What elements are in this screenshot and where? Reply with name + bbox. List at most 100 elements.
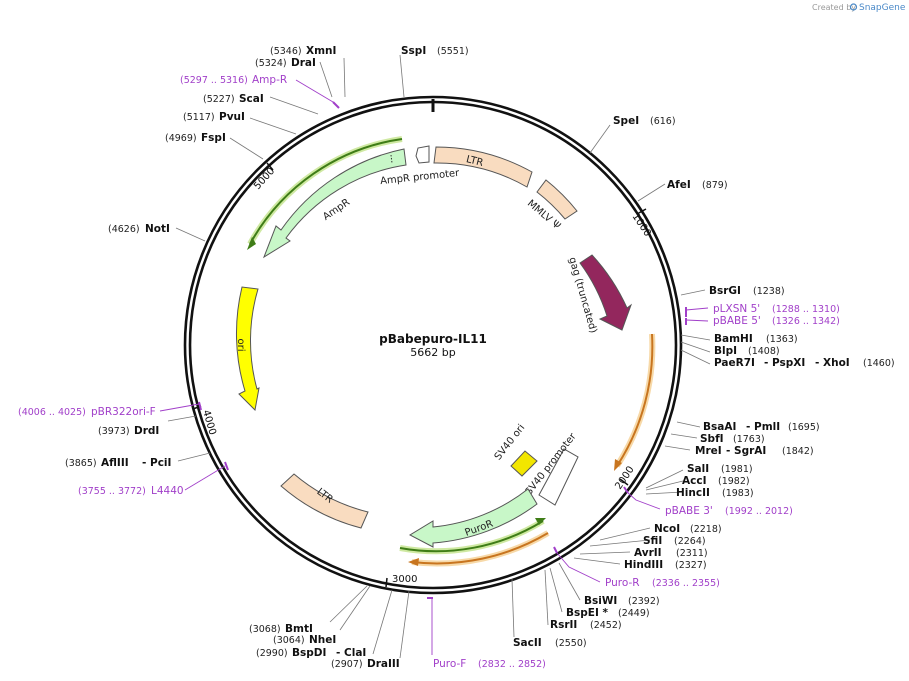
svg-text:BspDI: BspDI xyxy=(292,647,326,659)
plasmid-title: pBabepuro-IL11 xyxy=(379,332,487,346)
site-sacii[interactable]: SacII(2550) xyxy=(513,637,587,649)
site-sspi[interactable]: SspI(5551) xyxy=(401,45,469,57)
svg-text:MreI: MreI xyxy=(695,445,722,457)
svg-text:XmnI: XmnI xyxy=(306,45,336,57)
site-sbfi[interactable]: SbfI(1763) xyxy=(700,433,765,445)
site-paer7i-pspxi-xhoi[interactable]: PaeR7I - PspXI - XhoI (1460) xyxy=(714,357,895,369)
puror-orf2-arrowhead xyxy=(408,558,419,566)
site-noti[interactable]: (4626)NotI xyxy=(108,223,170,235)
site-drdi[interactable]: (3973)DrdI xyxy=(98,425,159,437)
svg-text:(616): (616) xyxy=(650,116,676,127)
site-mrei-sgrai[interactable]: MreI- SgrAI(1842) xyxy=(695,445,814,457)
svg-text:BsrGI: BsrGI xyxy=(709,285,741,297)
svg-text:Amp-R: Amp-R xyxy=(252,74,287,86)
site-draiii[interactable]: (2907)DraIII xyxy=(331,658,400,670)
ampr-orf-arc xyxy=(249,138,403,245)
svg-text:L4440: L4440 xyxy=(151,485,184,497)
svg-text:3000: 3000 xyxy=(392,574,417,585)
svg-text:(3064): (3064) xyxy=(273,635,305,646)
site-sali[interactable]: SalI(1981) xyxy=(687,463,753,475)
svg-text:- ClaI: - ClaI xyxy=(336,647,366,659)
svg-text:NotI: NotI xyxy=(145,223,170,235)
svg-text:(2550): (2550) xyxy=(555,638,587,649)
svg-text:(2990): (2990) xyxy=(256,648,288,659)
site-bsaai-pmli[interactable]: BsaAI- PmlI(1695) xyxy=(703,421,820,433)
svg-text:BlpI: BlpI xyxy=(714,345,737,357)
site-blpi[interactable]: BlpI(1408) xyxy=(714,345,780,357)
svg-text:(2832 .. 2852): (2832 .. 2852) xyxy=(478,659,546,670)
site-drai[interactable]: (5324)DraI xyxy=(255,57,316,69)
svg-text:(4969): (4969) xyxy=(165,133,197,144)
svg-text:BsiWI: BsiWI xyxy=(584,595,617,607)
site-afliii-pcii[interactable]: (3865) AflIII - PciI xyxy=(65,457,171,469)
site-bspei[interactable]: BspEI * (2449) xyxy=(566,607,650,619)
svg-text:(5297 .. 5316): (5297 .. 5316) xyxy=(180,75,248,86)
il11-orf-arrowhead xyxy=(614,459,622,471)
site-bsiwi[interactable]: BsiWI (2392) xyxy=(584,595,660,607)
il11-orf-arc xyxy=(616,333,654,467)
svg-text:NcoI: NcoI xyxy=(654,523,680,535)
svg-text:HincII: HincII xyxy=(676,487,710,499)
svg-text:(2336 .. 2355): (2336 .. 2355) xyxy=(652,578,720,589)
plasmid-length: 5662 bp xyxy=(410,346,455,359)
snapgene-logo-icon xyxy=(849,3,858,11)
svg-text:BspEI *: BspEI * xyxy=(566,607,609,619)
svg-text:(2392): (2392) xyxy=(628,596,660,607)
gag-feature: gag (truncated) xyxy=(566,254,633,335)
primer-pbabe-3[interactable]: pBABE 3'(1992 .. 2012) xyxy=(665,505,793,517)
site-sfii[interactable]: SfiI(2264) xyxy=(643,535,706,547)
primer-puro-f[interactable]: Puro-F(2832 .. 2852) xyxy=(433,658,546,670)
svg-text:AflIII: AflIII xyxy=(101,457,129,469)
site-ncoi[interactable]: NcoI(2218) xyxy=(654,523,722,535)
site-bamhi[interactable]: BamHI(1363) xyxy=(714,333,798,345)
svg-text:AmpR promoter: AmpR promoter xyxy=(380,168,461,187)
site-leader-lines xyxy=(167,54,711,659)
site-scai[interactable]: (5227)ScaI xyxy=(203,93,264,105)
il11-orf-arc-glow xyxy=(614,333,656,468)
site-bmti[interactable]: (3068)BmtI xyxy=(249,623,313,635)
site-xmni[interactable]: (5346)XmnI xyxy=(270,45,336,57)
svg-text:LTR: LTR xyxy=(465,154,484,169)
svg-text:SbfI: SbfI xyxy=(700,433,724,445)
watermark-text: Created by xyxy=(812,3,856,12)
svg-text:(2311): (2311) xyxy=(676,548,708,559)
site-bsrgi[interactable]: BsrGI(1238) xyxy=(709,285,785,297)
svg-text:(1983): (1983) xyxy=(722,488,754,499)
svg-text:- PciI: - PciI xyxy=(142,457,171,469)
site-hindiii[interactable]: HindIII(2327) xyxy=(624,559,707,571)
svg-text:ScaI: ScaI xyxy=(239,93,264,105)
site-nhei[interactable]: (3064)NheI xyxy=(273,634,336,646)
site-fspi[interactable]: (4969)FspI xyxy=(165,132,226,144)
primer-l4440[interactable]: (3755 .. 3772)L4440 xyxy=(78,485,184,497)
primer-pbabe-5[interactable]: pBABE 5'(1326 .. 1342) xyxy=(713,315,840,327)
site-spei[interactable]: SpeI(616) xyxy=(613,115,676,127)
site-avrii[interactable]: AvrII (2311) xyxy=(634,547,708,559)
site-bspdi-clai[interactable]: (2990) BspDI - ClaI xyxy=(256,647,366,659)
site-afei[interactable]: AfeI(879) xyxy=(667,179,728,191)
primer-puro-r[interactable]: Puro-R(2336 .. 2355) xyxy=(605,577,720,589)
svg-text:(1842): (1842) xyxy=(782,446,814,457)
svg-text:(1695): (1695) xyxy=(788,422,820,433)
svg-text:(1982): (1982) xyxy=(718,476,750,487)
site-rsrii[interactable]: RsrII(2452) xyxy=(550,619,622,631)
primer-amp-r[interactable]: (5297 .. 5316) Amp-R xyxy=(180,74,287,86)
svg-text:AvrII: AvrII xyxy=(634,547,662,559)
ltr-right-feature: LTR xyxy=(280,473,369,529)
svg-text:DrdI: DrdI xyxy=(134,425,159,437)
ltr-left-feature: LTR xyxy=(433,146,533,188)
primer-plxsn-5[interactable]: pLXSN 5'(1288 .. 1310) xyxy=(713,303,840,315)
svg-text:pBR322ori-F: pBR322ori-F xyxy=(91,406,156,418)
primer-pbr322ori-f[interactable]: (4006 .. 4025)pBR322ori-F xyxy=(18,406,156,418)
puror-orf-arc xyxy=(399,520,544,553)
svg-text:AfeI: AfeI xyxy=(667,179,691,191)
site-hincii[interactable]: HincII (1983) xyxy=(676,487,754,499)
svg-text:(2449): (2449) xyxy=(618,608,650,619)
backbone-outer-strand xyxy=(183,95,683,595)
site-pvui[interactable]: (5117)PvuI xyxy=(183,111,245,123)
svg-text:(3865): (3865) xyxy=(65,458,97,469)
site-acci[interactable]: AccI(1982) xyxy=(682,475,750,487)
svg-text:DraI: DraI xyxy=(291,57,316,69)
svg-text:(1460): (1460) xyxy=(863,358,895,369)
svg-text:(1326 .. 1342): (1326 .. 1342) xyxy=(772,316,840,327)
